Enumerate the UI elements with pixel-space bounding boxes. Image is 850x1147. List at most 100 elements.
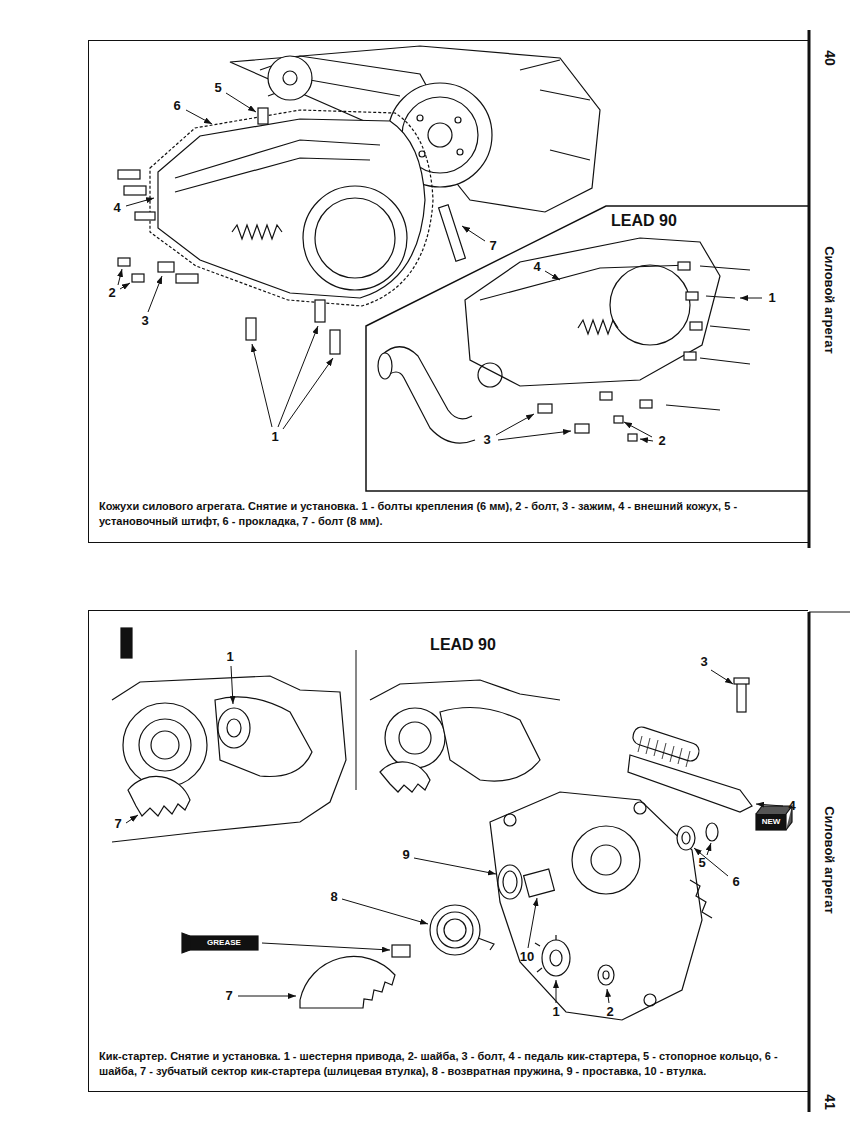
- leader-line: [342, 899, 428, 924]
- leader-line: [756, 804, 783, 806]
- hand: [215, 697, 312, 777]
- grip-ribs: [638, 736, 690, 767]
- leader-line: [186, 110, 212, 124]
- cover-dome: [610, 265, 690, 345]
- gear-sector: [380, 762, 430, 792]
- washer: [677, 826, 695, 850]
- leader-line: [126, 198, 154, 206]
- grease-tube: [190, 936, 258, 950]
- callout-number: 2: [658, 434, 665, 448]
- spacer: [498, 865, 522, 899]
- callout-number: 3: [700, 655, 707, 669]
- callout-number: 6: [173, 99, 180, 113]
- bolt: [124, 186, 146, 195]
- drive-gear-hub: [227, 719, 241, 737]
- bolt-8mm: [439, 205, 466, 261]
- callout-number: 3: [141, 314, 148, 328]
- crankcase: [490, 792, 702, 1020]
- inset-border: [366, 206, 809, 491]
- kick-boss: [572, 826, 640, 894]
- clutch-hub: [428, 123, 452, 147]
- section-title: Силовой агрегат: [822, 246, 836, 354]
- leader-line: [607, 989, 609, 1003]
- kick-spring: [399, 722, 431, 754]
- side-rule: [808, 612, 811, 1112]
- bolt-6mm: [315, 300, 325, 322]
- drive-gear-hub: [550, 950, 562, 966]
- washer-hole: [603, 971, 609, 979]
- clamp: [538, 404, 552, 413]
- leader-line: [711, 670, 733, 684]
- cover-dome: [303, 186, 407, 290]
- callout-number: 10: [520, 950, 534, 964]
- leader-line: [740, 298, 762, 299]
- figure-caption: Кик-стартер. Снятие и установка. 1 - шес…: [99, 1049, 799, 1079]
- bolt: [684, 352, 696, 360]
- figure-frame: Кик-стартер. Снятие и установка. 1 - шес…: [88, 610, 808, 1092]
- leader-line: [496, 414, 534, 435]
- figure-caption: Кожухи силового агрегата. Снятие и устан…: [99, 499, 799, 529]
- circlip: [706, 823, 718, 841]
- leader-line: [545, 271, 560, 280]
- crankcase: [370, 680, 560, 700]
- inset-outline: [366, 206, 809, 491]
- drive-gear: [218, 708, 250, 748]
- air-duct: [384, 372, 475, 443]
- bolt: [678, 262, 690, 270]
- case-bolt-hole: [644, 994, 656, 1006]
- crankcase: [112, 676, 346, 842]
- kick-shaft-bore: [591, 845, 621, 875]
- pulley-hub: [283, 71, 297, 85]
- bolt: [690, 322, 702, 330]
- bolt: [628, 434, 637, 441]
- photo-right: [370, 680, 560, 792]
- return-spring: [430, 905, 480, 955]
- leader-line: [262, 943, 390, 950]
- callout-number: 7: [114, 817, 121, 831]
- inset-frame: LEAD 90: [366, 206, 809, 491]
- cover-rib: [175, 158, 370, 192]
- leader-line: [498, 431, 571, 440]
- callout-number: 4: [533, 260, 540, 274]
- section-title: Силовой агрегат: [822, 806, 836, 914]
- bolt: [614, 416, 623, 423]
- gear-teeth: [535, 935, 556, 972]
- duct-clamp: [378, 353, 392, 379]
- kick-housing: [385, 708, 445, 768]
- cover-boss: [478, 363, 502, 387]
- air-duct: [382, 347, 472, 419]
- callout-number: 1: [768, 291, 775, 305]
- side-rule: [809, 612, 850, 613]
- new-part-label: NEW: [762, 818, 781, 827]
- kick-pedal: [628, 755, 752, 812]
- callout-number: 1: [271, 430, 278, 444]
- gear-sector: [300, 956, 395, 1008]
- callout-number: 4: [788, 799, 795, 813]
- spring-end: [478, 938, 494, 950]
- figure-frame: Кожухи силового агрегата. Снятие и устан…: [88, 40, 808, 543]
- model-title: LEAD 90: [430, 636, 496, 654]
- washer: [598, 965, 614, 985]
- leader-line: [126, 815, 138, 823]
- cover-dome-ring: [315, 198, 395, 278]
- bolt: [686, 292, 698, 300]
- bolt: [600, 392, 612, 400]
- leader-line: [528, 898, 537, 948]
- leader-line: [226, 93, 256, 112]
- clamp: [575, 424, 589, 433]
- callout-number: 6: [732, 875, 739, 889]
- kick-housing: [123, 703, 207, 787]
- case-bolt-hole: [504, 814, 516, 826]
- gasket: [150, 110, 433, 306]
- spline-bushing: [392, 945, 410, 957]
- page-number: 40: [821, 50, 836, 66]
- callout-number: 3: [483, 433, 490, 447]
- callout-number: 8: [330, 890, 337, 904]
- leader-line: [694, 848, 728, 876]
- case-teeth: [690, 880, 712, 918]
- callout-number: 7: [489, 239, 496, 253]
- callout-number: 5: [214, 81, 221, 95]
- kick-spring: [151, 731, 179, 759]
